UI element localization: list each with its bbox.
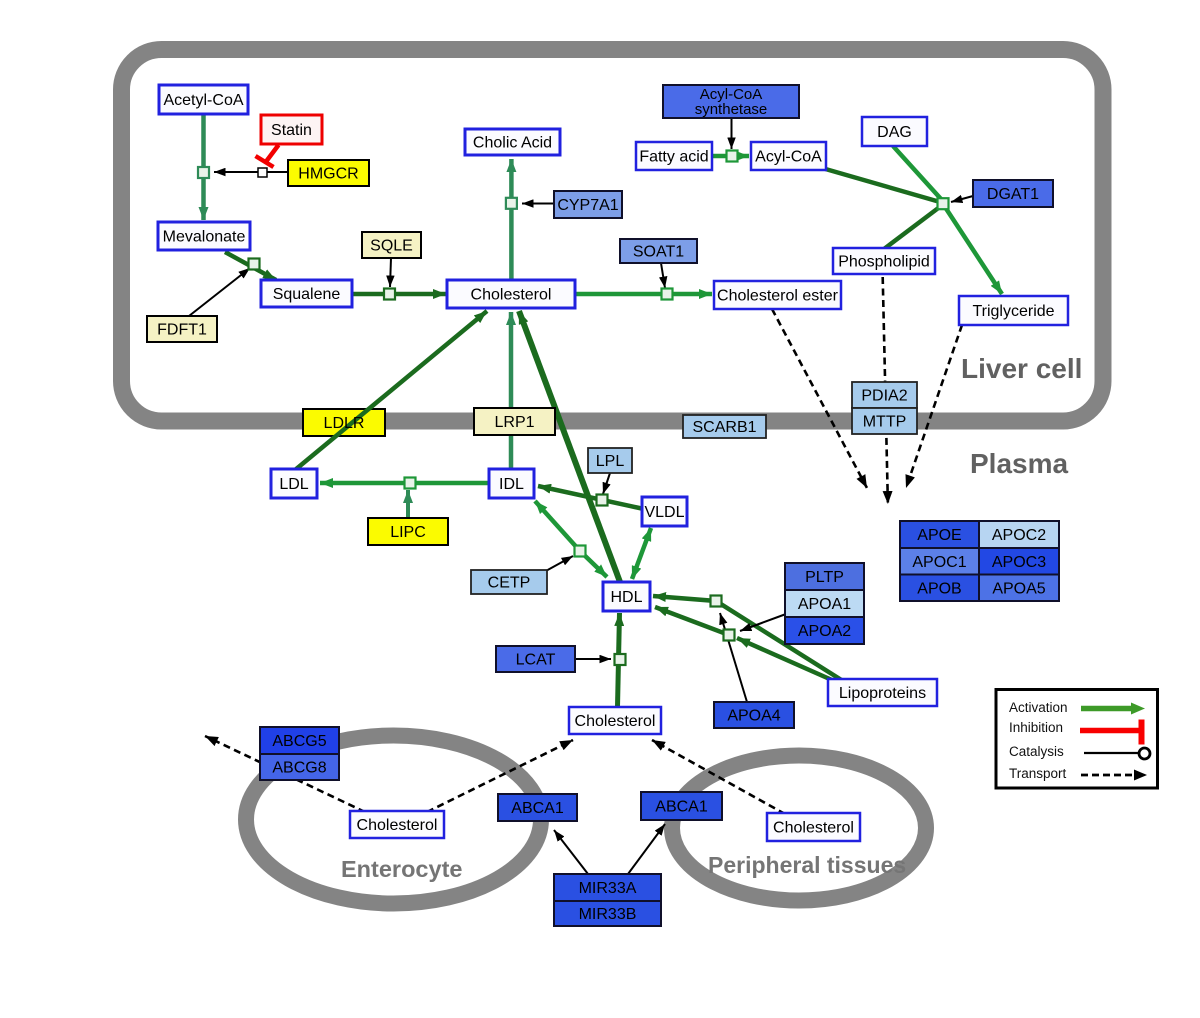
svg-text:VLDL: VLDL — [644, 504, 684, 521]
svg-text:HMGCR: HMGCR — [298, 166, 358, 183]
svg-text:Phospholipid: Phospholipid — [838, 254, 930, 271]
svg-text:Squalene: Squalene — [273, 286, 341, 303]
svg-text:Enterocyte: Enterocyte — [341, 856, 462, 882]
svg-text:Catalysis: Catalysis — [1009, 744, 1064, 759]
svg-text:LCAT: LCAT — [516, 652, 556, 669]
svg-text:SQLE: SQLE — [370, 238, 413, 255]
svg-text:Transport: Transport — [1009, 766, 1067, 781]
svg-text:MTTP: MTTP — [863, 414, 907, 431]
svg-text:SOAT1: SOAT1 — [633, 244, 684, 261]
svg-text:ABCG8: ABCG8 — [272, 760, 326, 777]
svg-text:FDFT1: FDFT1 — [157, 322, 207, 339]
svg-text:DGAT1: DGAT1 — [987, 186, 1039, 203]
svg-text:LDL: LDL — [279, 476, 308, 493]
svg-text:LIPC: LIPC — [390, 524, 426, 541]
svg-text:Acetyl-CoA: Acetyl-CoA — [163, 92, 243, 109]
svg-text:Cholesterol: Cholesterol — [471, 287, 552, 304]
svg-text:APOE: APOE — [917, 527, 961, 544]
svg-text:LDLR: LDLR — [324, 415, 365, 432]
svg-text:Acyl-CoA: Acyl-CoA — [700, 86, 763, 103]
svg-text:ABCA1: ABCA1 — [655, 799, 708, 816]
svg-text:PLTP: PLTP — [805, 569, 844, 586]
svg-text:CYP7A1: CYP7A1 — [557, 197, 618, 214]
svg-text:Mevalonate: Mevalonate — [163, 229, 246, 246]
svg-text:PDIA2: PDIA2 — [861, 388, 907, 405]
svg-text:Plasma: Plasma — [970, 448, 1068, 479]
svg-text:APOC3: APOC3 — [992, 554, 1046, 571]
svg-text:Liver cell: Liver cell — [961, 353, 1082, 384]
svg-text:HDL: HDL — [610, 589, 642, 606]
svg-text:ABCG5: ABCG5 — [272, 733, 326, 750]
svg-text:APOC1: APOC1 — [912, 554, 966, 571]
svg-text:Cholesterol ester: Cholesterol ester — [717, 288, 839, 305]
svg-text:Acyl-CoA: Acyl-CoA — [755, 149, 822, 166]
svg-text:MIR33A: MIR33A — [579, 880, 637, 897]
svg-text:Cholesterol: Cholesterol — [357, 817, 438, 834]
svg-text:APOC2: APOC2 — [992, 527, 1046, 544]
svg-text:LPL: LPL — [596, 453, 625, 470]
svg-text:APOA4: APOA4 — [727, 708, 780, 725]
svg-text:Triglyceride: Triglyceride — [972, 303, 1054, 320]
svg-text:Cholic Acid: Cholic Acid — [473, 135, 552, 152]
svg-text:SCARB1: SCARB1 — [692, 419, 756, 436]
svg-text:LRP1: LRP1 — [494, 414, 534, 431]
svg-text:APOB: APOB — [917, 580, 961, 597]
svg-text:IDL: IDL — [499, 476, 524, 493]
svg-text:APOA2: APOA2 — [798, 623, 851, 640]
svg-text:ABCA1: ABCA1 — [511, 800, 564, 817]
svg-text:MIR33B: MIR33B — [579, 906, 637, 923]
svg-text:Cholesterol: Cholesterol — [773, 820, 854, 837]
svg-text:APOA5: APOA5 — [992, 580, 1045, 597]
svg-text:Peripheral tissues: Peripheral tissues — [708, 852, 906, 878]
svg-text:Statin: Statin — [271, 122, 312, 139]
svg-text:Activation: Activation — [1009, 700, 1068, 715]
svg-text:DAG: DAG — [877, 124, 912, 141]
svg-text:Cholesterol: Cholesterol — [575, 713, 656, 730]
svg-text:Inhibition: Inhibition — [1009, 720, 1063, 735]
svg-text:Lipoproteins: Lipoproteins — [839, 685, 926, 702]
svg-text:synthetase: synthetase — [695, 101, 768, 118]
svg-text:CETP: CETP — [488, 575, 531, 592]
svg-text:APOA1: APOA1 — [798, 596, 851, 613]
svg-text:Fatty acid: Fatty acid — [639, 149, 708, 166]
